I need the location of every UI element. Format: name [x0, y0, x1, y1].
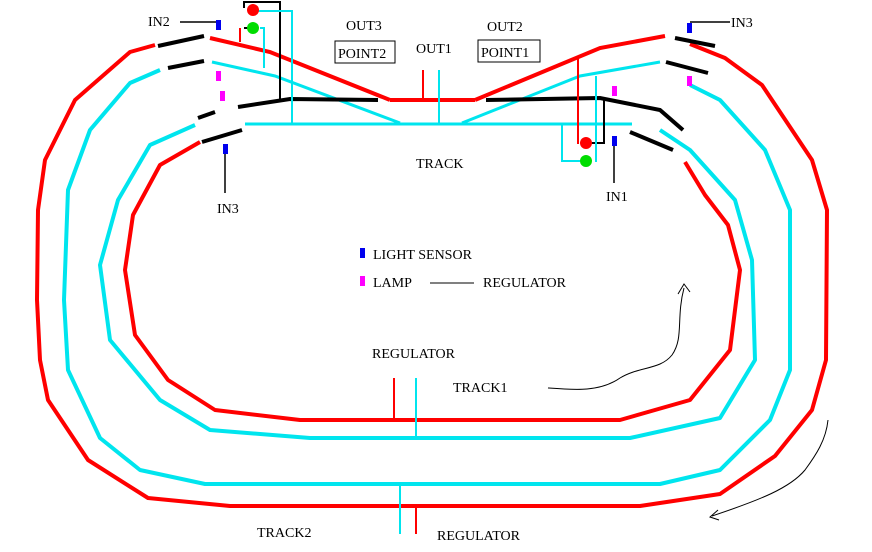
legend-light-sensor-label: LIGHT SENSOR	[373, 248, 473, 263]
label-regulator-bottom: REGULATOR	[437, 529, 521, 544]
lamps	[216, 71, 692, 101]
track1-arrow-head-icon	[677, 283, 691, 295]
points-segments	[157, 34, 716, 152]
label-in3-left: IN3	[217, 202, 239, 217]
legend-light-sensor-icon	[360, 248, 365, 258]
signal-left	[247, 4, 259, 34]
top-cyan-right	[461, 60, 661, 125]
lamp-icon	[687, 76, 692, 86]
inner-red-track	[123, 140, 742, 422]
label-point1: POINT1	[481, 46, 529, 61]
points-wiring-right	[561, 56, 605, 162]
label-regulator-mid: REGULATOR	[372, 347, 456, 362]
label-out2: OUT2	[487, 20, 523, 35]
points-wiring-left-cyan	[254, 10, 293, 124]
light-sensors	[216, 20, 692, 154]
label-track1: TRACK1	[453, 381, 507, 396]
signal-red-icon	[247, 4, 259, 16]
label-point2: POINT2	[338, 47, 386, 62]
top-red-left	[209, 36, 391, 102]
light-sensor-icon	[216, 20, 221, 30]
label-out1: OUT1	[416, 42, 452, 57]
legend-lamp-icon	[360, 276, 365, 286]
signal-green-icon	[580, 155, 592, 167]
in-leader-lines	[180, 21, 730, 193]
outer-red-track	[35, 42, 829, 508]
label-track: TRACK	[416, 157, 463, 172]
signal-red-icon	[580, 137, 592, 149]
inner-cyan-track	[98, 123, 757, 440]
light-sensor-icon	[223, 144, 228, 154]
point2-box	[334, 40, 396, 64]
point1-box	[477, 39, 541, 63]
signal-green-icon	[247, 22, 259, 34]
label-in2: IN2	[148, 15, 170, 30]
legend-lamp-label: LAMP	[373, 276, 412, 291]
track2-arrow	[711, 419, 829, 517]
top-red-right	[474, 34, 666, 102]
lamp-icon	[220, 91, 225, 101]
lamp-icon	[612, 86, 617, 96]
light-sensor-icon	[612, 136, 617, 146]
label-track2: TRACK2	[257, 526, 311, 541]
lamp-icon	[216, 71, 221, 81]
label-in1: IN1	[606, 190, 628, 205]
label-regulator-legend: REGULATOR	[483, 276, 567, 291]
outer-cyan-track	[62, 68, 792, 486]
top-cyan-left	[211, 60, 401, 125]
label-in3-top: IN3	[731, 16, 753, 31]
signal-right	[580, 137, 592, 167]
track1-arrow	[547, 287, 685, 390]
light-sensor-icon	[687, 23, 692, 33]
track2-arrow-head-icon	[709, 509, 720, 521]
label-out3: OUT3	[346, 19, 382, 34]
